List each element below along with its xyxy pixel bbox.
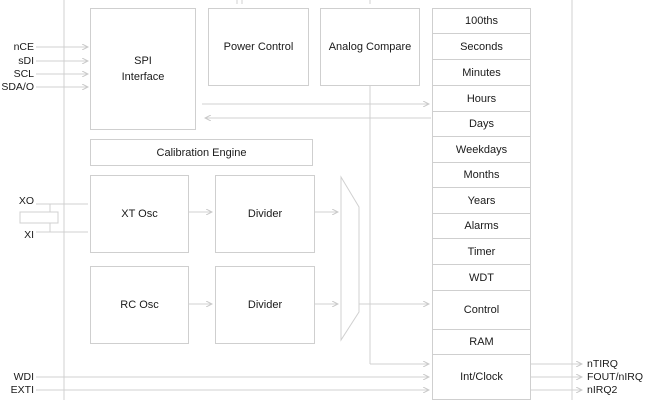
pin-ntirq-label: nTIRQ — [587, 358, 618, 370]
divider-top-block: Divider — [215, 175, 315, 253]
pin-wdi-label: WDI — [13, 371, 34, 383]
pin-xo-label: XO — [18, 195, 34, 207]
register-minutes: Minutes — [432, 59, 531, 86]
register-100ths: 100ths — [432, 8, 531, 34]
pin-xi-label: XI — [24, 229, 34, 241]
pin-exti-label: EXTI — [10, 384, 34, 396]
divider-bottom-label: Divider — [247, 299, 283, 311]
xt-osc-block: XT Osc — [90, 175, 189, 253]
spi-interface-block: SPI Interface — [90, 8, 196, 130]
spi-label-line2: Interface — [121, 71, 165, 83]
xt-osc-label: XT Osc — [121, 208, 158, 220]
rc-osc-label: RC Osc — [120, 299, 159, 311]
register-int-clock: Int/Clock — [432, 354, 531, 400]
analog-compare-block: Analog Compare — [320, 8, 420, 86]
register-years: Years — [432, 187, 531, 214]
pin-scl-label: SCL — [13, 68, 34, 80]
pin-nirq2-label: nIRQ2 — [587, 384, 618, 396]
divider-bottom-block: Divider — [215, 266, 315, 344]
crystal-symbol — [19, 211, 59, 224]
register-months: Months — [432, 162, 531, 188]
register-days: Days — [432, 111, 531, 137]
pin-fout-label: FOUT/nIRQ — [587, 371, 644, 383]
register-control: Control — [432, 290, 531, 330]
register-ram: RAM — [432, 329, 531, 355]
calibration-engine-label: Calibration Engine — [156, 146, 247, 159]
rc-osc-block: RC Osc — [90, 266, 189, 344]
clock-mux — [340, 175, 360, 342]
register-alarms: Alarms — [432, 213, 531, 239]
pin-sdao-label: SDA/O — [1, 81, 34, 93]
divider-top-label: Divider — [247, 208, 283, 220]
calibration-engine-block: Calibration Engine — [90, 139, 313, 166]
pin-sdi-label: sDI — [18, 55, 34, 67]
register-wdt: WDT — [432, 264, 531, 291]
spi-label-line1: SPI — [134, 55, 152, 67]
register-seconds: Seconds — [432, 33, 531, 60]
power-control-label: Power Control — [223, 41, 294, 53]
register-hours: Hours — [432, 85, 531, 112]
pin-nce-label: nCE — [13, 41, 34, 53]
power-control-block: Power Control — [208, 8, 309, 86]
register-timer: Timer — [432, 238, 531, 265]
analog-compare-label: Analog Compare — [328, 41, 412, 53]
register-weekdays: Weekdays — [432, 136, 531, 163]
